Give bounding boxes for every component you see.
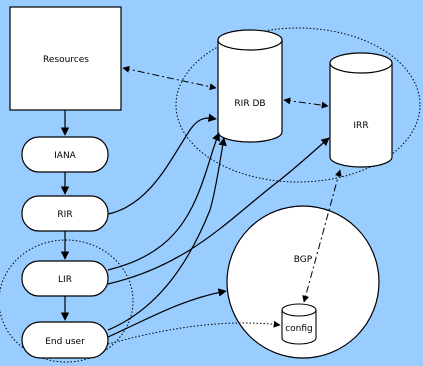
irr-label: IRR [353,121,368,131]
iana-node: IANA [21,136,109,173]
rir-node: RIR [21,195,109,232]
lir-label: LIR [58,275,72,285]
arrow-rir-to-rir-db [107,113,217,215]
config-label: config [285,324,313,334]
irr-node: IRR [329,52,393,168]
config-node: config [281,303,317,345]
rir-db-label: RIR DB [234,99,265,109]
database-group-outline [175,27,421,183]
arrow-end-user-to-bgp [107,288,227,338]
resources-node: Resources [9,6,122,111]
link-rir-db-irr [283,97,329,109]
arrow-lir-to-irr [107,137,330,285]
link-resources-rir-db [122,65,217,91]
lir-enduser-group-outline [0,239,134,363]
link-end-user-to-config [107,320,281,345]
resources-label: Resources [43,55,89,65]
rir-db-node: RIR DB [217,29,283,143]
lir-node: LIR [21,260,109,297]
arrow-end-user-to-rir-db [107,137,227,331]
arrow-lir-to-rir-db [107,132,220,271]
iana-label: IANA [54,151,77,161]
end-user-node: End user [21,321,109,359]
bgp-label: BGP [294,255,313,265]
end-user-label: End user [45,337,85,347]
rir-label: RIR [57,210,72,220]
